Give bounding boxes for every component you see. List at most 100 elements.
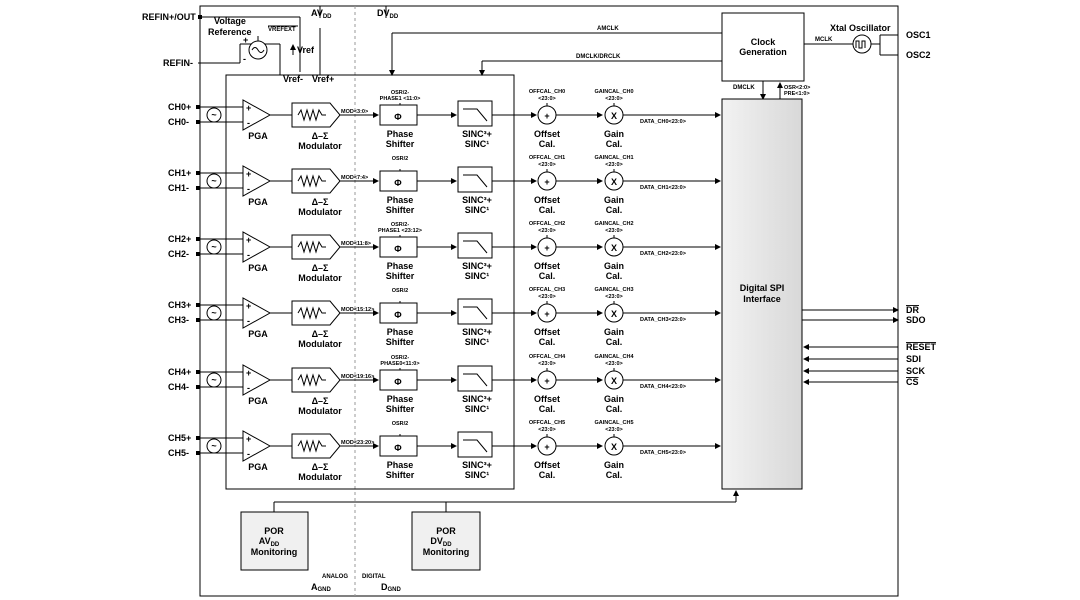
pga-label: PGA — [248, 131, 268, 141]
analog-label: ANALOG — [322, 574, 348, 580]
gain-symbol: X — [611, 111, 617, 121]
data-bus-label: DATA_CH4<23:0> — [640, 384, 686, 390]
mod-bus-label: MOD<15:12> — [341, 307, 374, 313]
phase-reg-line1: OSR/2 — [392, 421, 409, 427]
spi-pin: SDO — [802, 315, 926, 325]
offset-label-2: Cal. — [539, 271, 556, 281]
pga-minus: - — [247, 184, 250, 194]
channel-neg-pin: CH5- — [168, 448, 189, 458]
phase-symbol: Φ — [394, 178, 402, 188]
sinc-label-2: SINC¹ — [465, 337, 490, 347]
input-source-sine: ~ — [211, 308, 216, 318]
pga-label: PGA — [248, 329, 268, 339]
data-bus-label: DATA_CH3<23:0> — [640, 317, 686, 323]
phase-reg-line2: PHASE1 <23:12> — [378, 228, 422, 234]
sinc-filter-block — [457, 431, 493, 458]
channels-enclosure — [225, 74, 515, 490]
modulator-label: Modulator — [298, 339, 342, 349]
phase-label-1: Phase — [387, 261, 414, 271]
svg-text:Monitoring: Monitoring — [423, 547, 470, 557]
svg-text:AVDD: AVDD — [311, 8, 332, 20]
channel-neg-pin: CH2- — [168, 249, 189, 259]
sinc-label-1: SINC³+ — [462, 195, 492, 205]
gaincal-register: GAINCAL_CH0 — [594, 89, 633, 95]
digital-label: DIGITAL — [362, 574, 386, 580]
phase-label-2: Shifter — [386, 404, 415, 414]
offcal-register: OFFCAL_CH3 — [529, 287, 565, 293]
gain-symbol: X — [611, 376, 617, 386]
svg-text:MCLK: MCLK — [815, 37, 833, 43]
modulator-label: Modulator — [298, 207, 342, 217]
gaincal-register: GAINCAL_CH2 — [594, 221, 633, 227]
modulator-symbol: Δ–Σ — [312, 396, 329, 406]
pga-minus: - — [247, 449, 250, 459]
spi-pin: SCK — [803, 366, 926, 376]
channel-pos-pin: CH0+ — [168, 102, 191, 112]
channel-pos-pin: CH3+ — [168, 300, 191, 310]
offcal-register: OFFCAL_CH2 — [529, 221, 565, 227]
clock-generation: Clock Generation — [721, 12, 805, 82]
offset-symbol: + — [544, 442, 549, 452]
svg-text:Xtal Oscillator: Xtal Oscillator — [830, 23, 891, 33]
modulator-symbol: Δ–Σ — [312, 197, 329, 207]
input-source-sine: ~ — [211, 441, 216, 451]
offset-symbol: + — [544, 177, 549, 187]
pga-label: PGA — [248, 396, 268, 406]
pga-amplifier — [242, 231, 272, 263]
offset-label-1: Offset — [534, 394, 560, 404]
gain-label-1: Gain — [604, 195, 624, 205]
pga-label: PGA — [248, 197, 268, 207]
gain-label-2: Cal. — [606, 271, 623, 281]
modulator-block — [291, 367, 341, 393]
offcal-bits: <23:0> — [538, 162, 555, 168]
input-source-sine: ~ — [211, 375, 216, 385]
gain-symbol: X — [611, 177, 617, 187]
pga-amplifier — [242, 99, 272, 131]
input-source-icon — [206, 305, 222, 321]
sinc-filter-curve — [463, 108, 488, 122]
offcal-bits: <23:0> — [538, 361, 555, 367]
phase-label-2: Shifter — [386, 470, 415, 480]
sinc-label-1: SINC³+ — [462, 460, 492, 470]
channel-neg-pin: CH0- — [168, 117, 189, 127]
gaincal-register: GAINCAL_CH3 — [594, 287, 633, 293]
osc2-pin: OSC2 — [906, 50, 931, 60]
input-source-sine: ~ — [211, 176, 216, 186]
modulator-waveform — [297, 174, 326, 188]
offcal-bits: <23:0> — [538, 294, 555, 300]
spi-pin-label: SCK — [906, 366, 926, 376]
svg-text:Reference: Reference — [208, 27, 252, 37]
sinc-filter-curve — [463, 240, 488, 254]
svg-text:Generation: Generation — [739, 47, 787, 57]
pga-minus: - — [247, 316, 250, 326]
offset-symbol: + — [544, 309, 549, 319]
sinc-filter-block — [457, 298, 493, 325]
gaincal-bits: <23:0> — [605, 294, 622, 300]
phase-reg-line1: OSR/2 — [392, 288, 409, 294]
sinc-label-2: SINC¹ — [465, 271, 490, 281]
sinc-label-1: SINC³+ — [462, 394, 492, 404]
pga-plus: + — [246, 235, 251, 245]
agnd-pin: AGND — [311, 582, 332, 593]
modulator-block — [291, 102, 341, 128]
phase-reg-line2: PHASE1 <11:0> — [380, 96, 421, 102]
sinc-label-2: SINC¹ — [465, 404, 490, 414]
phase-reg-line1: OSR/2 — [392, 156, 409, 162]
modulator-waveform — [297, 240, 326, 254]
modulator-waveform — [297, 108, 326, 122]
modulator-block — [291, 433, 341, 459]
modulator-block — [291, 168, 341, 194]
pga-plus: + — [246, 301, 251, 311]
spi-pin: CS — [803, 377, 919, 387]
spi-pin-label: SDO — [906, 315, 926, 325]
phase-reg-line2: PHASE0<11:0> — [380, 361, 419, 367]
channel-pos-pin: CH1+ — [168, 168, 191, 178]
offset-label-2: Cal. — [539, 337, 556, 347]
gain-label-1: Gain — [604, 327, 624, 337]
sinc-filter-block — [457, 100, 493, 127]
phase-symbol: Φ — [394, 377, 402, 387]
gaincal-bits: <23:0> — [605, 96, 622, 102]
